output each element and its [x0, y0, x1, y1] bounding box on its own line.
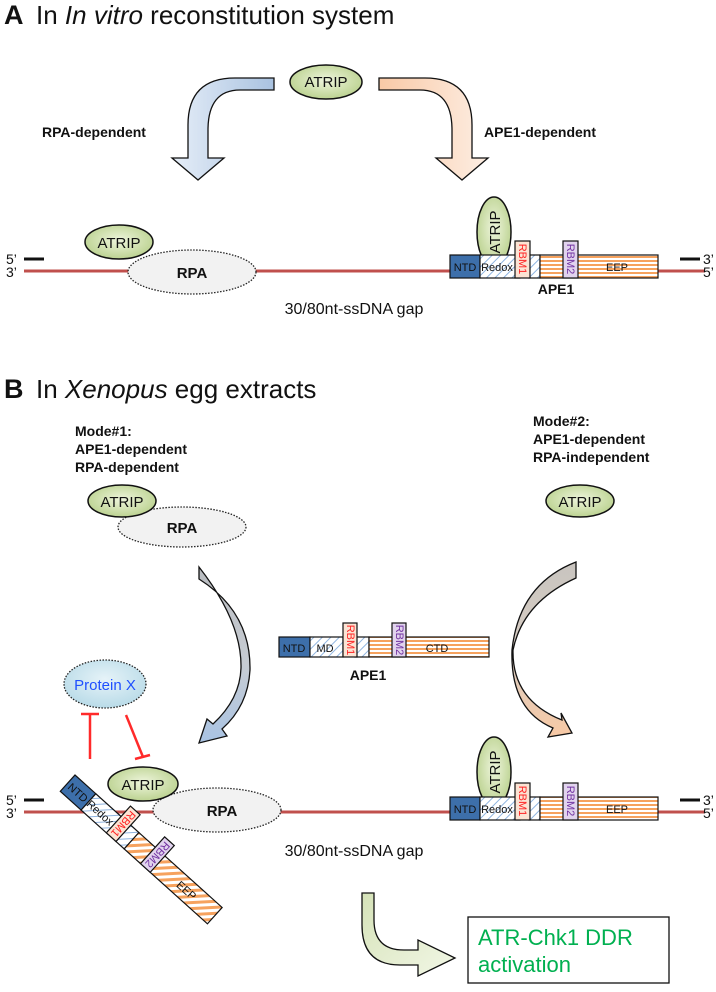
atrip-ellipse [84, 224, 154, 260]
panel-b-title-suffix: egg extracts [168, 374, 317, 404]
mode1-line: APE1-dependent [75, 441, 187, 457]
domain-rbm2 [391, 622, 407, 658]
atrip-ellipse [87, 484, 157, 518]
rpa-dependent-arrow [170, 77, 275, 181]
panel-a-title-suffix: reconstitution system [143, 0, 394, 30]
domain-eep-label: EEP [606, 262, 628, 274]
mode2-block: Mode#2: APE1-dependent RPA-independent A… [533, 413, 650, 518]
atrip-top: ATRIP [289, 64, 363, 100]
domain-rbm1 [342, 622, 358, 658]
panel-b-title-prefix: In [36, 374, 65, 404]
domain-ctd-label: CTD [426, 643, 449, 655]
domain-redox-label: Redox [481, 804, 513, 816]
outcome-line-1: ATR-Chk1 DDR [478, 925, 633, 950]
domain-rbm2 [562, 240, 579, 279]
ape1-dependent-label: APE1-dependent [484, 124, 596, 140]
outcome-box: ATR-Chk1 DDR activation [467, 916, 670, 984]
domain-ntd-label: NTD [454, 262, 477, 274]
protein-x-label: Protein X [74, 677, 136, 694]
outcome-line-2: activation [478, 952, 571, 977]
domain-ntd-label: NTD [454, 804, 477, 816]
ape1-label: APE1 [538, 281, 575, 297]
outcome-frame [467, 916, 670, 984]
end-label: 3’ [6, 805, 17, 821]
domain-ntd-label: NTD [283, 643, 306, 655]
panel-b-title: In Xenopus egg extracts [36, 374, 316, 404]
atrip-label: ATRIP [100, 494, 143, 511]
inhibit-line-atrip [124, 714, 145, 758]
atrip-ellipse [545, 484, 615, 518]
panel-a-title-prefix: In [36, 0, 65, 30]
domain-rbm2 [139, 836, 176, 874]
domain-eep-label: EEP [606, 804, 628, 816]
panel-a-letter: A [4, 0, 24, 30]
end-label: 3’ [6, 264, 17, 280]
mode2-line: APE1-dependent [533, 431, 645, 447]
atrip-label: ATRIP [487, 750, 504, 793]
domain-rbm1-label: RBM1 [516, 786, 528, 817]
rpa-ellipse [117, 506, 247, 548]
domain-rbm2 [562, 782, 579, 821]
ddr-activation-arrow [361, 892, 457, 978]
end-label: 3’ [703, 792, 714, 808]
domain-md-label: MD [316, 643, 333, 655]
domain-md-remnant [528, 254, 541, 279]
atrip-label: ATRIP [121, 777, 164, 794]
domain-eep [539, 254, 659, 279]
atrip-ellipse [289, 64, 363, 100]
rpa-label: RPA [177, 265, 208, 282]
gap-label-b: 30/80nt-ssDNA gap [285, 843, 424, 860]
domain-rbm2-label: RBM2 [393, 625, 405, 656]
rpa-ellipse [152, 787, 282, 833]
panel-a-title: In In vitro reconstitution system [36, 0, 394, 30]
atrip-label: ATRIP [304, 74, 347, 91]
mode1-title: Mode#1: [75, 423, 132, 439]
right-complex-b: ATRIP NTD Redox EEP RBM1 RBM2 [449, 736, 659, 821]
mode2-title: Mode#2: [533, 413, 590, 429]
mode2-curved-arrow [511, 561, 577, 738]
domain-rbm1 [514, 782, 531, 821]
ape1-complex-a: ATRIP NTD Redox EEP RBM1 RBM2 APE1 [449, 196, 659, 297]
panel-a-title-italic: In vitro [65, 0, 143, 30]
domain-rbm1-label: RBM1 [516, 244, 528, 275]
domain-rbm1 [514, 240, 531, 279]
panel-b-letter: B [4, 374, 24, 404]
end-label: 5’ [703, 264, 714, 280]
domain-eep [539, 796, 659, 821]
ape1-dependent-arrow [378, 77, 490, 181]
atrip-label: ATRIP [558, 494, 601, 511]
protein-x: Protein X [63, 659, 147, 709]
domain-rbm2-label: RBM2 [564, 244, 576, 275]
atrip-label: ATRIP [97, 235, 140, 252]
ape1-label: APE1 [350, 667, 387, 683]
mode1-curved-arrow [198, 565, 251, 744]
inhibit-bar-atrip [134, 753, 151, 761]
domain-rbm2-label: RBM2 [564, 786, 576, 817]
left-complex-b: NTD Redox EEP RBM1 RBM2 RPA ATRIP [59, 766, 282, 925]
ape1-free: NTD MD CTD RBM1 RBM2 APE1 [278, 622, 490, 683]
end-label: 5’ [703, 805, 714, 821]
panel-b-title-italic: Xenopus [64, 374, 168, 404]
rpa-atrip-complex-a: RPA ATRIP [84, 224, 257, 295]
protein-x-ellipse [63, 659, 147, 709]
domain-redox-label: Redox [481, 262, 513, 274]
mode2-line: RPA-independent [533, 449, 650, 465]
mode1-block: Mode#1: APE1-dependent RPA-dependent RPA… [75, 423, 247, 548]
atrip-label: ATRIP [487, 210, 504, 253]
rpa-label: RPA [207, 803, 238, 820]
rpa-dependent-label: RPA-dependent [42, 124, 146, 140]
domain-rbm1-label: RBM1 [344, 625, 356, 656]
rpa-ellipse [127, 249, 257, 295]
end-label: 3’ [703, 251, 714, 267]
mode1-line: RPA-dependent [75, 459, 179, 475]
gap-label-a: 30/80nt-ssDNA gap [285, 301, 424, 318]
atrip-ellipse [107, 766, 179, 802]
end-label: 5’ [6, 251, 17, 267]
domain-md-remnant [528, 796, 541, 821]
domain-rbm1 [105, 805, 141, 843]
rpa-label: RPA [167, 520, 198, 537]
inhibition-arrows [81, 712, 151, 761]
end-label: 5’ [6, 792, 17, 808]
